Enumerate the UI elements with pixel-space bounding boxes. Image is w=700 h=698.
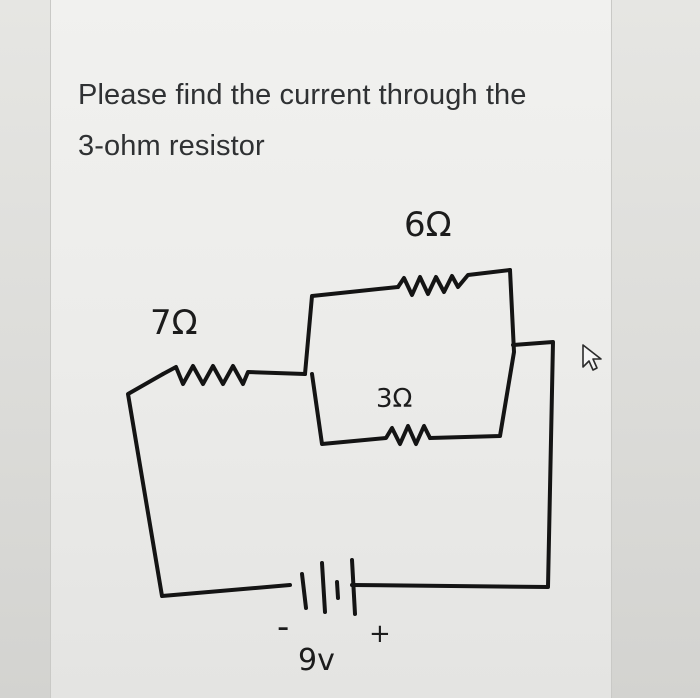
question-line-2: 3-ohm resistor: [78, 130, 265, 162]
label-battery-negative: -: [277, 607, 289, 647]
wire-left-loop: [126, 372, 292, 598]
pointer-cursor-icon: [582, 344, 602, 371]
label-3-ohm: 3Ω: [376, 384, 412, 414]
battery-plate-4: [350, 558, 357, 616]
battery-plate-3: [335, 580, 340, 600]
wire-parallel-right: [428, 268, 516, 440]
label-battery-voltage: 9v: [298, 643, 335, 678]
resistor-7-ohm: [161, 364, 307, 386]
label-battery-positive: +: [369, 619, 391, 649]
question-text: Please find the current through the 3-oh…: [78, 70, 598, 172]
resistor-3-ohm: [310, 372, 432, 446]
wire-parallel-left: [303, 285, 400, 376]
resistor-6-ohm: [396, 268, 512, 297]
label-6-ohm: 6Ω: [404, 205, 452, 245]
battery-plate-2: [320, 561, 327, 614]
wire-right-loop: [350, 340, 555, 589]
question-line-1: Please find the current through the: [78, 79, 527, 111]
label-7-ohm: 7Ω: [150, 303, 198, 343]
battery-plate-1: [300, 572, 308, 610]
question-panel: [50, 0, 612, 698]
